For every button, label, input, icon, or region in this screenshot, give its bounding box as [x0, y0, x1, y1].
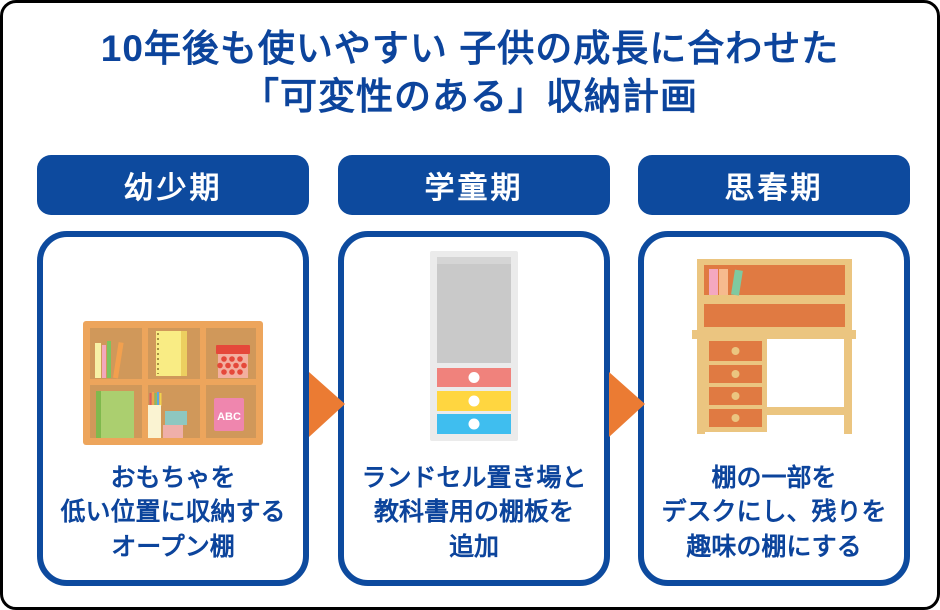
caption-line: ランドセル置き場と — [361, 463, 587, 492]
stage-label: 思春期 — [724, 172, 824, 205]
stage-card-adolescence: 棚の一部を デスクにし、残りを 趣味の棚にする — [638, 231, 910, 586]
open-shelf-icon: ABC — [83, 321, 263, 445]
caption-line: オープン棚 — [111, 532, 235, 561]
page-title: 10年後も使いやすい 子供の成長に合わせた 「可変性のある」収納計画 — [3, 25, 937, 121]
tall-cabinet-icon — [430, 251, 518, 441]
desk-with-hutch-icon — [692, 258, 856, 434]
stage-column-early-childhood: 幼少期 — [37, 155, 309, 586]
caption-line: おもちゃを — [110, 463, 236, 492]
open-shelf-illustration-area: ABC — [43, 237, 303, 455]
stage-caption-early-childhood: おもちゃを 低い位置に収納する オープン棚 — [43, 455, 303, 580]
stage-card-early-childhood: ABC おもちゃを 低い位置に収納する オープン棚 — [37, 231, 309, 586]
caption-line: 教科書用の棚板を — [373, 498, 574, 527]
stage-label: 幼少期 — [123, 172, 223, 205]
page-title-line1: 10年後も使いやすい 子供の成長に合わせた — [100, 28, 840, 69]
desk-illustration-area — [644, 237, 904, 455]
stage-header-early-childhood: 幼少期 — [37, 155, 309, 215]
caption-line: デスクにし、残りを — [661, 498, 887, 527]
stage-label: 学童期 — [424, 172, 524, 205]
abc-book-label: ABC — [217, 411, 241, 423]
stage-header-school-age: 学童期 — [338, 155, 610, 215]
stage-card-school-age: ランドセル置き場と 教科書用の棚板を 追加 — [338, 231, 610, 586]
stage-column-school-age: 学童期 ランドセル置き場と 教科書用の棚板を 追加 — [338, 155, 610, 586]
arrow-right-icon — [609, 372, 645, 437]
page-title-line2: 「可変性のある」収納計画 — [242, 76, 698, 118]
stage-header-adolescence: 思春期 — [638, 155, 910, 215]
caption-line: 追加 — [448, 532, 499, 561]
tall-cabinet-illustration-area — [344, 237, 604, 455]
caption-line: 趣味の棚にする — [686, 532, 862, 561]
caption-line: 低い位置に収納する — [60, 498, 286, 527]
stage-column-adolescence: 思春期 — [638, 155, 910, 586]
arrow-right-icon — [309, 372, 345, 437]
stage-caption-adolescence: 棚の一部を デスクにし、残りを 趣味の棚にする — [644, 455, 904, 580]
caption-line: 棚の一部を — [711, 463, 837, 492]
stage-caption-school-age: ランドセル置き場と 教科書用の棚板を 追加 — [344, 455, 604, 580]
